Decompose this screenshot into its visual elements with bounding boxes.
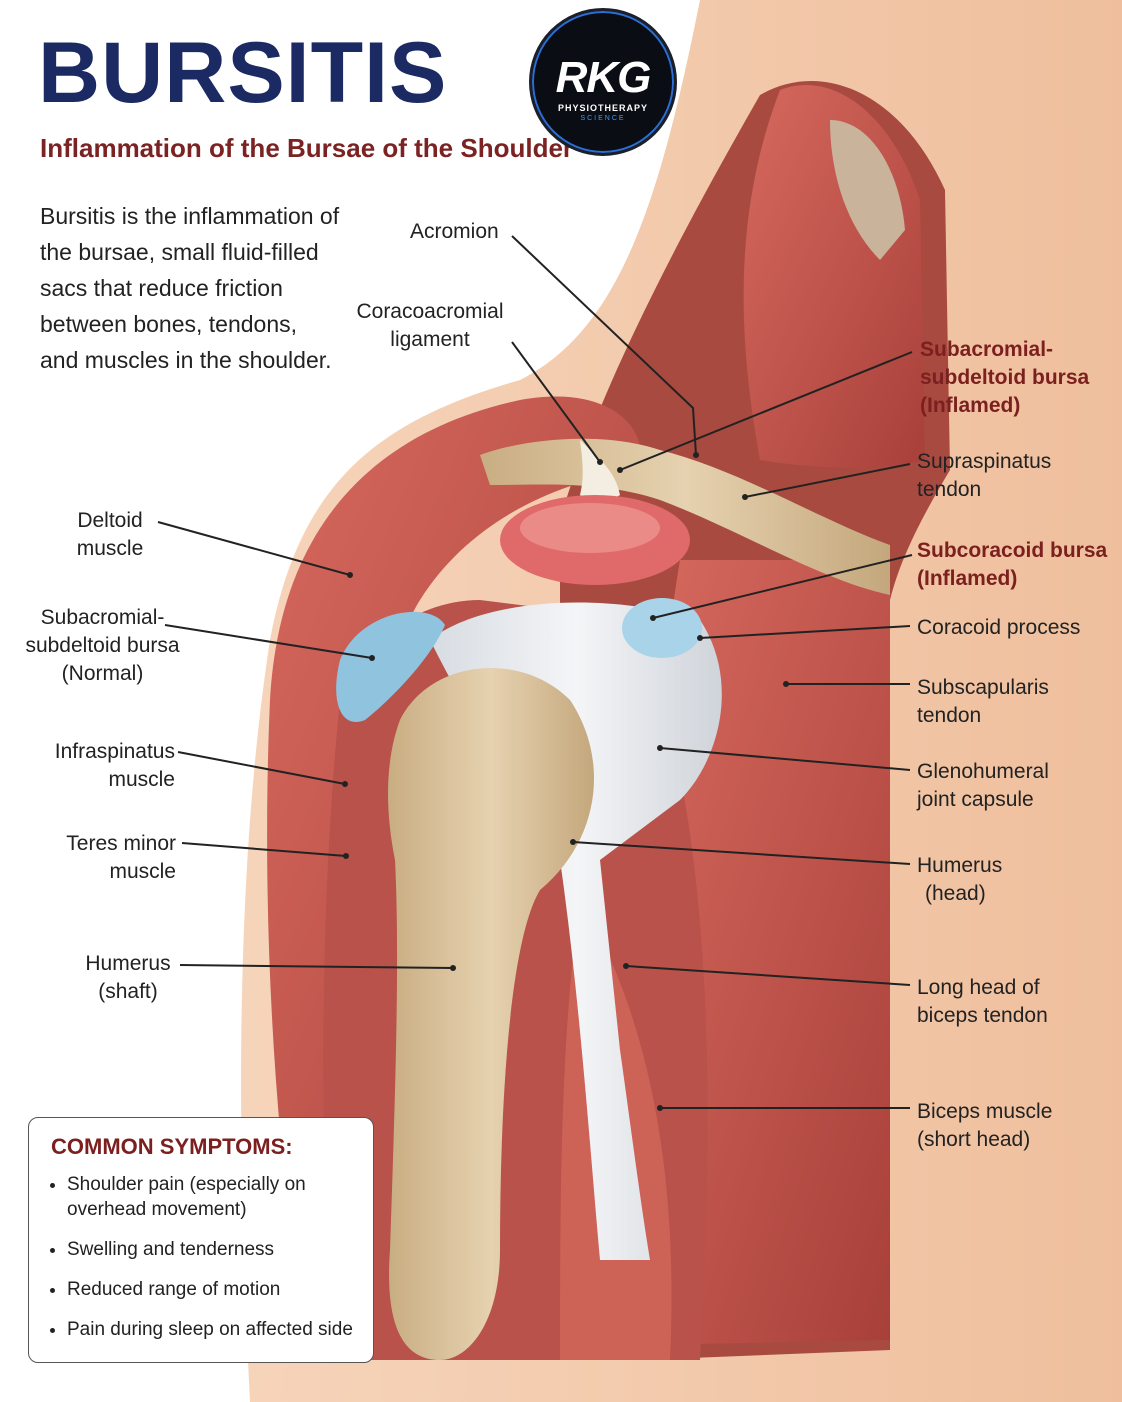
- bursa-subcoracoid: [622, 598, 702, 658]
- page-subtitle: Inflammation of the Bursae of the Should…: [40, 133, 574, 163]
- leader-coracoid: [699, 625, 911, 639]
- leader-dots: [342, 452, 789, 1111]
- bursa-inflamed-highlight: [520, 503, 660, 553]
- neck-tissue: [830, 120, 905, 260]
- leader-humerus-head: [572, 841, 911, 865]
- label-subacromial-normal: Subacromial-subdeltoid bursa(Normal): [25, 606, 180, 685]
- deltoid-shape: [267, 396, 642, 1300]
- symptom-item: Reduced range of motion: [67, 1277, 367, 1302]
- leader-supraspinatus: [744, 463, 911, 498]
- leader-biceps-long: [625, 965, 911, 986]
- symptom-item: Swelling and tenderness: [67, 1237, 367, 1262]
- humerus-shape: [388, 667, 594, 1360]
- leader-subacromial-normal: [164, 624, 373, 659]
- label-subcoracoid: Subcoracoid bursa(Inflamed): [917, 539, 1108, 590]
- bursa-normal: [336, 611, 445, 722]
- label-coracoid: Coracoid process: [917, 616, 1081, 639]
- symptom-item: Shoulder pain (especially on overhead mo…: [67, 1172, 367, 1222]
- page-title: BURSITIS: [38, 25, 448, 121]
- leader-teres: [181, 842, 347, 857]
- symptoms-box: COMMON SYMPTOMS: Shoulder pain (especial…: [28, 1117, 374, 1363]
- leader-glenohumeral: [659, 747, 911, 771]
- acromion-tip: [580, 440, 620, 503]
- leader-subacromial-inflamed: [619, 351, 913, 471]
- rkg-logo: RKG PHYSIOTHERAPY SCIENCE: [529, 8, 677, 156]
- logo-line-1: PHYSIOTHERAPY: [557, 103, 648, 113]
- label-humerus-shaft: Humerus(shaft): [85, 952, 171, 1003]
- leader-subcoracoid: [652, 554, 913, 619]
- logo-line-2: SCIENCE: [580, 115, 626, 122]
- clavicle-shape: [480, 438, 890, 595]
- label-subacromial-inflamed: Subacromial-subdeltoid bursa(Inflamed): [920, 338, 1090, 417]
- leader-lines: [157, 235, 913, 1109]
- intro-text: Bursitis is the inflammation of the burs…: [40, 203, 340, 373]
- leader-humerus-shaft: [179, 964, 454, 969]
- leader-deltoid: [157, 521, 351, 576]
- label-humerus-head: Humerus(head): [917, 854, 1003, 905]
- label-biceps-short: Biceps muscle(short head): [917, 1100, 1053, 1151]
- symptom-item: Pain during sleep on affected side: [67, 1317, 367, 1342]
- label-acromion: Acromion: [410, 220, 499, 243]
- symptoms-heading: COMMON SYMPTOMS:: [51, 1134, 293, 1159]
- symptoms-list: Shoulder pain (especially on overhead mo…: [47, 1172, 367, 1357]
- logo-monogram: RKG: [555, 53, 652, 102]
- leader-coracoacromial: [511, 341, 601, 463]
- leader-infraspinatus: [177, 751, 346, 785]
